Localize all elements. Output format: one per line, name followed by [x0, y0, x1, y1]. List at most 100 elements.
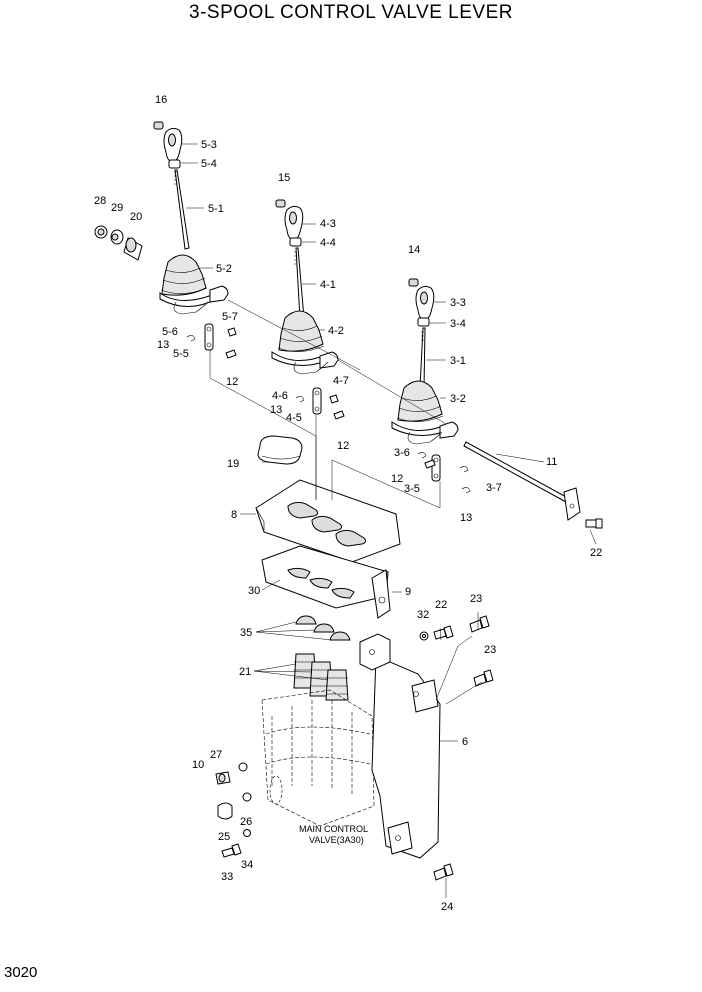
fitting-10: [215, 771, 231, 785]
bolt-22b: [433, 625, 454, 640]
callout-4-2: 4-2: [328, 325, 344, 337]
clip-5-6: [186, 335, 196, 342]
callout-5-2: 5-2: [216, 263, 232, 275]
callout-5-7: 5-7: [222, 311, 238, 323]
bushing-28: [94, 225, 108, 239]
callout-3-4: 3-4: [450, 318, 466, 330]
callout-28: 28: [94, 195, 106, 207]
callout-15: 15: [278, 172, 290, 184]
callout-3-1: 3-1: [450, 355, 466, 367]
valve-caption-line-2: VALVE(3A30): [309, 835, 364, 845]
bolt-22a: [585, 518, 603, 529]
callout-23a: 23: [470, 593, 482, 605]
rod-11: [463, 441, 603, 529]
boot-4-2: [278, 310, 324, 352]
callout-14: 14: [408, 244, 420, 256]
callout-16: 16: [155, 94, 167, 106]
callout-9: 9: [405, 586, 411, 598]
callout-30: 30: [248, 585, 260, 597]
callout-20: 20: [130, 211, 142, 223]
setscrew-14: [408, 278, 419, 287]
bracket-9: [371, 569, 391, 619]
callout-5-1: 5-1: [208, 203, 224, 215]
valve-caption-line-1: MAIN CONTROL: [299, 824, 368, 834]
callout-33: 33: [221, 871, 233, 883]
lever-rod-3-1: [419, 327, 426, 389]
callout-3-7: 3-7: [486, 482, 502, 494]
callout-21: 21: [239, 666, 251, 678]
clip-3-6: [417, 452, 427, 459]
bolt-33: [221, 843, 242, 858]
washer-32: [419, 631, 429, 641]
callout-11: 11: [546, 456, 557, 468]
lever-assembly-3: [391, 278, 471, 494]
pin-20: [123, 237, 143, 261]
callout-labels: 16 5-3 5-4 28 29 20 5-1 15 4-3 4-4 5-2 4…: [94, 94, 602, 913]
clip-3-7: [459, 466, 469, 473]
cover-19: [257, 435, 303, 465]
callout-4-5: 4-5: [286, 412, 302, 424]
bolt-23a: [469, 615, 490, 633]
bracket-5: [209, 285, 229, 303]
bolt-23b: [473, 669, 494, 687]
callout-3-3: 3-3: [450, 297, 466, 309]
callout-13b: 13: [270, 404, 282, 416]
callout-29: 29: [111, 202, 123, 214]
page-number: 3020: [4, 964, 38, 981]
callout-24: 24: [441, 901, 453, 913]
callout-4-1: 4-1: [320, 279, 336, 291]
callout-23b: 23: [484, 644, 496, 656]
callout-5-4: 5-4: [201, 158, 217, 170]
callout-12a: 12: [226, 376, 238, 388]
bolt-12b: [333, 410, 345, 420]
callout-22b: 22: [435, 599, 447, 611]
link-5-5: [204, 323, 214, 351]
guide-plate-8: [255, 479, 401, 563]
callout-8: 8: [231, 509, 237, 521]
oring-27: [238, 762, 248, 772]
oring-26: [242, 792, 252, 802]
callout-19: 19: [227, 458, 239, 470]
callout-22a: 22: [590, 547, 602, 559]
setscrew-15: [275, 199, 286, 208]
guide-plate-30: [261, 545, 389, 609]
pin-5-7: [227, 327, 237, 337]
callout-4-3: 4-3: [320, 218, 336, 230]
lever-assembly-5: [94, 121, 237, 359]
callout-4-6: 4-6: [272, 390, 288, 402]
lever-assembly-4: [271, 199, 345, 420]
link-3-5: [431, 454, 441, 482]
callout-13a: 13: [157, 339, 169, 351]
callout-3-6: 3-6: [394, 447, 410, 459]
washer-34: [243, 829, 251, 837]
link-4-5: [312, 387, 322, 415]
boot-3-2: [397, 380, 443, 422]
bracket-6: [359, 633, 441, 859]
bracket-4: [319, 351, 339, 369]
bushing-29: [110, 229, 124, 245]
bolt-12c: [424, 459, 436, 469]
pin-4-7: [329, 394, 339, 404]
callout-13c: 13: [460, 512, 472, 524]
leader-lines: [181, 143, 597, 898]
callout-12b: 12: [337, 440, 349, 452]
caps-35: [295, 615, 351, 641]
callout-5-5: 5-5: [173, 348, 189, 360]
callout-3-5: 3-5: [404, 483, 420, 495]
boot-5-2: [161, 254, 207, 296]
clip-13c: [461, 487, 471, 494]
bracket-3: [439, 421, 459, 439]
callout-26: 26: [240, 816, 252, 828]
nut-4-4: [289, 237, 302, 247]
setscrew-16: [153, 121, 164, 130]
callout-4-4: 4-4: [320, 237, 336, 249]
callout-32: 32: [417, 609, 429, 621]
callout-35: 35: [240, 627, 252, 639]
callout-3-2: 3-2: [450, 393, 466, 405]
clip-4-6: [295, 396, 305, 403]
callout-10: 10: [192, 759, 204, 771]
callout-5-6: 5-6: [162, 326, 178, 338]
plug-25: [217, 802, 233, 820]
callout-34: 34: [241, 859, 253, 871]
nut-5-4: [168, 159, 181, 169]
